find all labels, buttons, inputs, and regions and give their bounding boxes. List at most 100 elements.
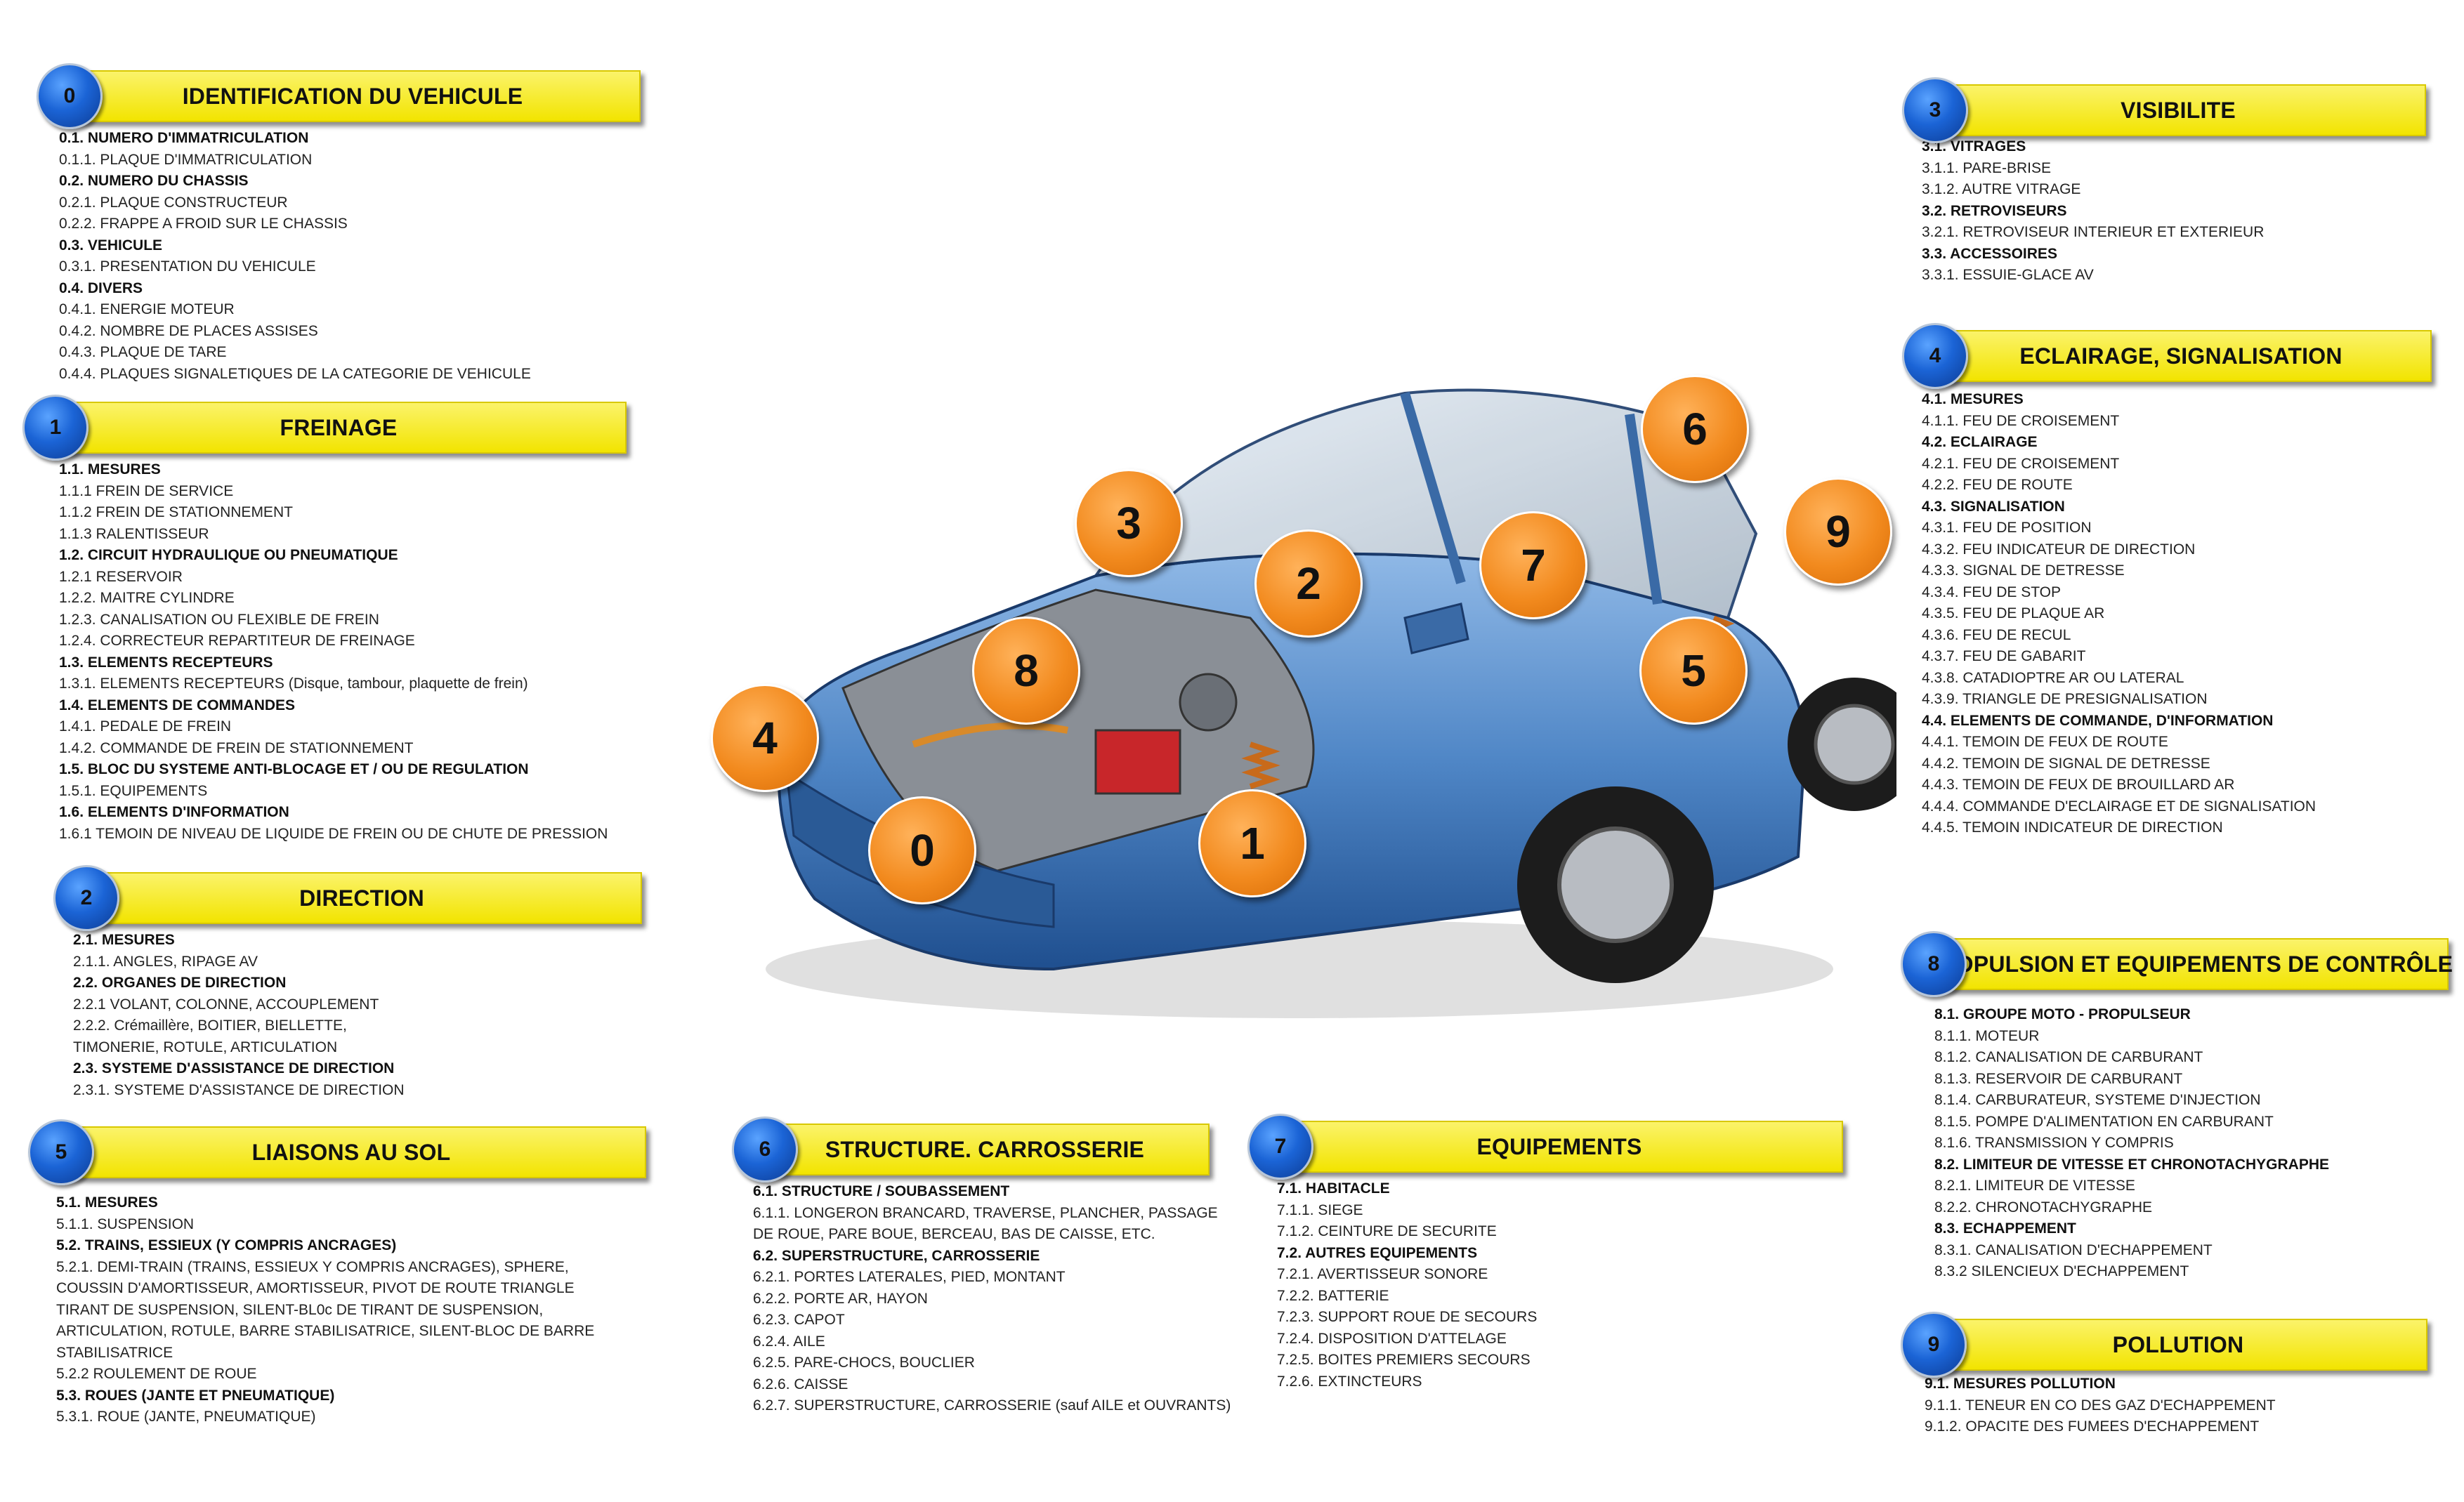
list-item: 7.2.4. DISPOSITION D'ATTELAGE [1277,1330,1507,1347]
list-item: 6.2.3. CAPOT [753,1312,845,1328]
subsection-heading: 0.3. VEHICULE [59,237,163,253]
subsection-heading: 3.3. ACCESSOIRES [1922,245,2057,262]
list-item: 5.2.1. DEMI-TRAIN (TRAINS, ESSIEUX Y COM… [56,1258,569,1275]
list-item: TIMONERIE, ROTULE, ARTICULATION [73,1039,338,1055]
car-marker-2: 2 [1254,529,1363,638]
list-item: 6.2.6. CAISSE [753,1376,848,1392]
list-item: 1.2.4. CORRECTEUR REPARTITEUR DE FREINAG… [59,633,415,649]
list-item: 3.1.2. AUTRE VITRAGE [1922,181,2081,197]
section-items: 9.1. MESURES POLLUTION 9.1.1. TENEUR EN C… [1901,1373,2427,1438]
list-item: 8.1.5. POMPE D'ALIMENTATION EN CARBURANT [1934,1113,2274,1130]
section-number-badge: 0 [37,63,103,129]
section-number-badge: 8 [1901,931,1967,997]
list-item: 8.1.2. CANALISATION DE CARBURANT [1934,1049,2203,1065]
list-item: 8.1.4. CARBURATEUR, SYSTEME D'INJECTION [1934,1092,2261,1108]
subsection-heading: 6.2. SUPERSTRUCTURE, CARROSSERIE [753,1247,1040,1264]
list-item: 3.3.1. ESSUIE-GLACE AV [1922,267,2094,283]
section-title-banner: VISIBILITE [1930,84,2426,136]
section-propulsion: 8 PROPULSION ET EQUIPEMENTS DE CONTRÔLE … [1901,931,2453,1283]
section-number-badge: 1 [22,395,89,461]
list-item: 4.2.2. FEU DE ROUTE [1922,477,2073,493]
section-title-banner: ECLAIRAGE, SIGNALISATION [1930,330,2432,382]
list-item: 6.2.7. SUPERSTRUCTURE, CARROSSERIE (sauf… [753,1397,1231,1414]
list-item: 0.2.1. PLAQUE CONSTRUCTEUR [59,194,288,211]
car-marker-6: 6 [1641,375,1749,483]
list-item: 2.2.1 VOLANT, COLONNE, ACCOUPLEMENT [73,996,379,1013]
list-item: 6.2.5. PARE-CHOCS, BOUCLIER [753,1355,975,1371]
section-items: 5.1. MESURES 5.1.1. SUSPENSION 5.2. TRAINS… [28,1192,646,1428]
section-number-badge: 2 [53,865,119,931]
section-number-badge: 7 [1247,1114,1313,1180]
list-item: 7.2.3. SUPPORT ROUE DE SECOURS [1277,1309,1538,1325]
list-item: 2.2.2. Crémaillère, BOITIER, BIELLETTE, [73,1017,347,1034]
subsection-heading: 5.1. MESURES [56,1194,158,1211]
subsection-heading: 2.2. ORGANES DE DIRECTION [73,975,287,991]
subsection-heading: 8.2. LIMITEUR DE VITESSE ET CHRONOTACHYG… [1934,1156,2330,1173]
list-item: 4.3.3. SIGNAL DE DETRESSE [1922,562,2125,579]
list-item: COUSSIN D'AMORTISSEUR, AMORTISSEUR, PIVO… [56,1280,575,1296]
section-title-banner: POLLUTION [1929,1319,2427,1371]
car-marker-1: 1 [1198,789,1306,897]
list-item: 8.1.3. RESERVOIR DE CARBURANT [1934,1070,2183,1087]
subsection-heading: 4.1. MESURES [1922,391,2024,407]
list-item: 4.3.6. FEU DE RECUL [1922,626,2071,643]
list-item: 1.6.1 TEMOIN DE NIVEAU DE LIQUIDE DE FRE… [59,825,608,842]
subsection-heading: 9.1. MESURES POLLUTION [1925,1376,2116,1392]
list-item: 0.4.2. NOMBRE DE PLACES ASSISES [59,322,318,339]
list-item: 1.2.1 RESERVOIR [59,568,183,585]
list-item: 5.2.2 ROULEMENT DE ROUE [56,1366,257,1382]
list-item: 0.1.1. PLAQUE D'IMMATRICULATION [59,151,313,168]
subsection-heading: 4.4. ELEMENTS DE COMMANDE, D'INFORMATION [1922,712,2274,729]
section-title-banner: FREINAGE [51,402,627,454]
list-item: 1.1.3 RALENTISSEUR [59,525,209,542]
list-item: 4.4.4. COMMANDE D'ECLAIRAGE ET DE SIGNAL… [1922,798,2316,815]
list-item: 1.4.2. COMMANDE DE FREIN DE STATIONNEMEN… [59,739,414,756]
subsection-heading: 5.3. ROUES (JANTE ET PNEUMATIQUE) [56,1387,335,1404]
list-item: 4.4.2. TEMOIN DE SIGNAL DE DETRESSE [1922,755,2210,772]
list-item: 9.1.1. TENEUR EN CO DES GAZ D'ECHAPPEMEN… [1925,1397,2276,1414]
list-item: 7.1.1. SIEGE [1277,1201,1363,1218]
list-item: 1.2.3. CANALISATION OU FLEXIBLE DE FREIN [59,611,379,628]
car-marker-3: 3 [1075,469,1183,577]
list-item: 8.3.1. CANALISATION D'ECHAPPEMENT [1934,1241,2213,1258]
subsection-heading: 7.1. HABITACLE [1277,1180,1390,1197]
list-item: 4.3.4. FEU DE STOP [1922,584,2062,600]
subsection-heading: 0.1. NUMERO D'IMMATRICULATION [59,130,309,146]
list-item: 3.2.1. RETROVISEUR INTERIEUR ET EXTERIEU… [1922,224,2265,240]
list-item: 0.2.2. FRAPPE A FROID SUR LE CHASSIS [59,216,348,232]
list-item: 8.1.6. TRANSMISSION Y COMPRIS [1934,1135,2174,1151]
subsection-heading: 4.3. SIGNALISATION [1922,498,2065,515]
list-item: 5.1.1. SUSPENSION [56,1216,195,1232]
section-equipements: 7 EQUIPEMENTS 7.1. HABITACLE 7.1.1. SIEGE… [1247,1114,1843,1392]
subsection-heading: 5.2. TRAINS, ESSIEUX (Y COMPRIS ANCRAGES… [56,1237,397,1253]
list-item: 6.1.1. LONGERON BRANCARD, TRAVERSE, PLAN… [753,1204,1218,1221]
list-item: 0.4.1. ENERGIE MOTEUR [59,301,235,317]
list-item: 1.1.1 FREIN DE SERVICE [59,482,234,499]
list-item: 8.2.1. LIMITEUR DE VITESSE [1934,1178,2135,1194]
list-item: 5.3.1. ROUE (JANTE, PNEUMATIQUE) [56,1409,316,1425]
list-item: ARTICULATION, ROTULE, BARRE STABILISATRI… [56,1323,595,1339]
list-item: DE ROUE, PARE BOUE, BERCEAU, BAS DE CAIS… [753,1226,1155,1242]
list-item: 4.1.1. FEU DE CROISEMENT [1922,412,2120,429]
list-item: 2.1.1. ANGLES, RIPAGE AV [73,953,258,970]
section-number-badge: 4 [1902,323,1968,389]
list-item: 1.4.1. PEDALE DE FREIN [59,718,232,734]
section-title-banner: EQUIPEMENTS [1276,1121,1843,1173]
section-title-banner: DIRECTION [81,872,642,924]
car-marker-5: 5 [1639,617,1748,725]
car-marker-8: 8 [972,617,1080,725]
list-item: 7.2.6. EXTINCTEURS [1277,1373,1422,1390]
list-item: TIRANT DE SUSPENSION, SILENT-BL0c DE TIR… [56,1301,544,1318]
subsection-heading: 3.2. RETROVISEURS [1922,202,2067,219]
subsection-heading: 1.3. ELEMENTS RECEPTEURS [59,654,273,671]
car-marker-9: 9 [1784,477,1892,586]
list-item: 0.4.4. PLAQUES SIGNALETIQUES DE LA CATEG… [59,365,531,382]
list-item: 6.2.4. AILE [753,1333,825,1350]
